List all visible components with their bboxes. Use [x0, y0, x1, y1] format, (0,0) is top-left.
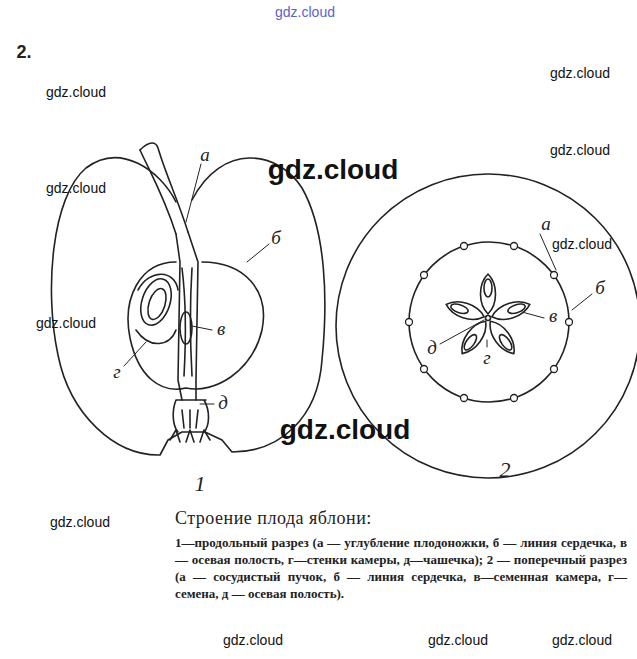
leader-line	[192, 326, 212, 330]
leader-line	[440, 320, 484, 344]
figure-number: 2	[500, 457, 511, 483]
watermark: gdz.cloud	[223, 632, 283, 648]
callout-letter: б	[595, 277, 605, 299]
figure-number: 1	[195, 471, 206, 497]
figure-title: Строение плода яблони:	[175, 508, 372, 529]
callout-letter: г	[483, 347, 490, 369]
apple-outline	[51, 158, 324, 455]
seed	[135, 275, 176, 329]
callout-letter: в	[217, 318, 225, 340]
leader-line	[200, 404, 214, 405]
stem	[140, 150, 176, 234]
callout-letter: а	[541, 213, 551, 235]
seed	[144, 286, 169, 321]
callout-letter: г	[113, 361, 120, 383]
seed-chambers	[444, 274, 532, 358]
leader-line	[487, 340, 488, 347]
calyx	[173, 400, 208, 432]
watermark: gdz.cloud	[280, 414, 411, 446]
stem	[140, 143, 188, 232]
leader-line	[247, 244, 269, 262]
calyx-sepals	[170, 430, 210, 442]
watermark: gdz.cloud	[46, 180, 106, 196]
leader-line	[186, 164, 201, 222]
callout-letter: б	[271, 227, 281, 249]
watermark: gdz.cloud	[428, 632, 488, 648]
leader-line	[572, 294, 592, 310]
watermark: gdz.cloud	[46, 84, 106, 100]
leader-line	[124, 342, 146, 366]
figure-caption: 1—продольный разрез (а — углубление плод…	[175, 534, 627, 602]
watermark: gdz.cloud	[552, 632, 612, 648]
watermark: gdz.cloud	[275, 4, 335, 20]
vascular-bundles	[406, 243, 573, 402]
callout-letter: д	[427, 337, 437, 359]
axial-cavity	[182, 268, 192, 376]
task-number: 2.	[16, 42, 31, 63]
callout-letter: а	[200, 144, 210, 166]
watermark: gdz.cloud	[552, 236, 612, 252]
seed	[180, 312, 192, 344]
core-line	[409, 242, 569, 402]
watermark: gdz.cloud	[50, 514, 110, 530]
callout-letter: в	[549, 305, 557, 327]
watermark: gdz.cloud	[550, 142, 610, 158]
watermark: gdz.cloud	[268, 154, 399, 186]
callout-letter: д	[218, 392, 228, 414]
leader-line	[522, 312, 544, 318]
watermark: gdz.cloud	[36, 315, 96, 331]
chamber-wall	[136, 274, 178, 343]
watermark: gdz.cloud	[550, 65, 610, 81]
